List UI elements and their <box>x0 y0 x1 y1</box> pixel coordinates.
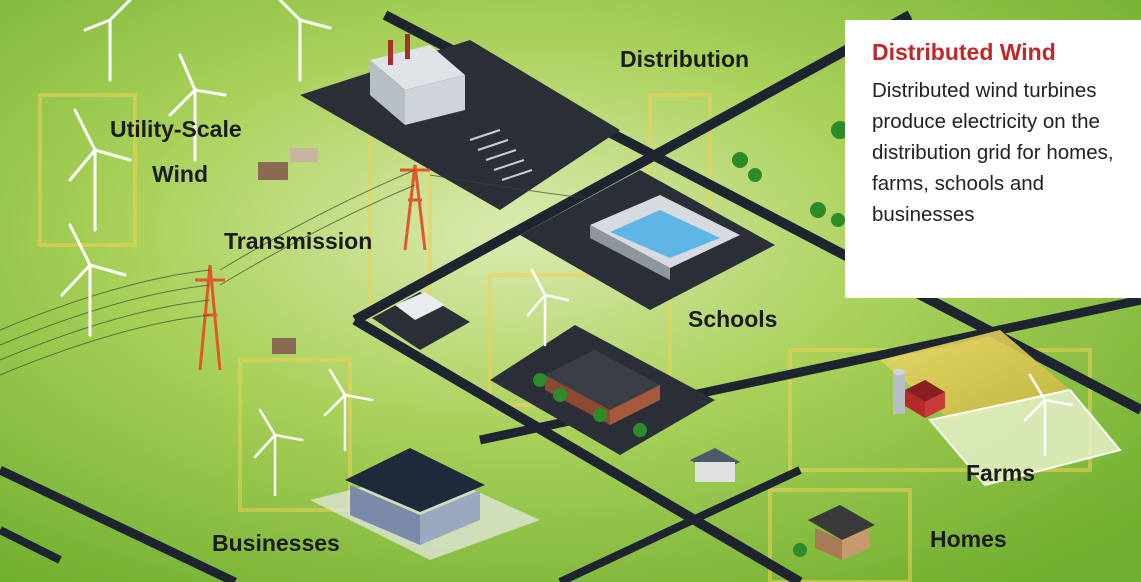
large-house <box>310 448 540 560</box>
label-wind: Wind <box>152 161 208 187</box>
power-lines <box>0 169 601 376</box>
label-businesses: Businesses <box>212 530 340 556</box>
label-farms: Farms <box>966 460 1036 486</box>
small-house-2 <box>808 505 875 560</box>
info-box: Distributed Wind Distributed wind turbin… <box>845 20 1141 298</box>
farm-fence <box>928 388 1122 487</box>
gas-station <box>395 292 445 320</box>
label-homes: Homes <box>930 526 1007 552</box>
info-body: Distributed wind turbines produce electr… <box>872 79 1114 227</box>
label-utility-scale: Utility-Scale <box>110 116 242 142</box>
school-building <box>590 195 740 280</box>
small-house-1 <box>690 448 740 482</box>
label-distribution: Distribution <box>620 46 750 72</box>
gas-station-lot <box>372 292 470 350</box>
label-schools: Schools <box>688 306 778 332</box>
parking-stripes <box>469 129 533 181</box>
label-transmission: Transmission <box>224 228 373 254</box>
wind-turbines <box>60 0 1074 497</box>
substations <box>258 148 318 354</box>
farm-barn <box>893 369 945 418</box>
power-plant <box>370 34 465 125</box>
farm-pasture <box>930 390 1120 485</box>
info-title: Distributed Wind <box>872 39 1056 65</box>
trees <box>533 121 849 557</box>
